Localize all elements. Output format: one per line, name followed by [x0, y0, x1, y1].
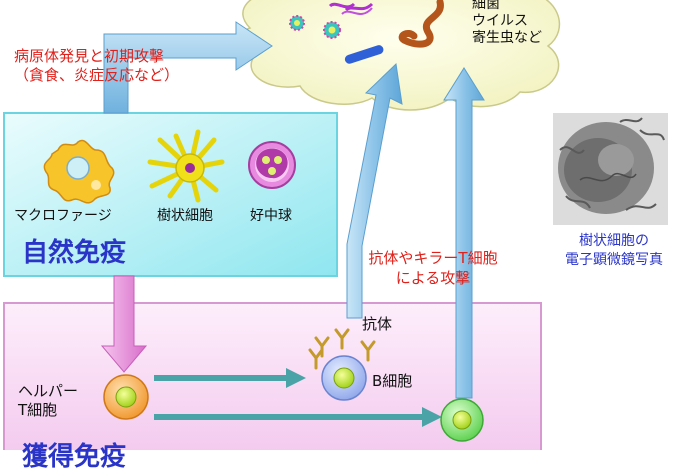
- pathogen-item: 寄生虫など: [472, 30, 542, 46]
- photo-caption: 樹状細胞の 電子顕微鏡写真: [553, 232, 675, 270]
- helper-to-killer-t-arrow: [154, 407, 442, 427]
- helper-label-line1: ヘルパー: [18, 382, 79, 400]
- innate-to-pathogen-arrow: [103, 21, 273, 114]
- electron-micrograph-image: [553, 113, 668, 225]
- macrophage-label: マクロファージ: [14, 208, 112, 224]
- killer-t-attack-arrow: [443, 67, 485, 399]
- innate-attack-label: 病原体発見と初期攻撃 （貪食、炎症反応など）: [14, 47, 179, 85]
- helper-t-cell-label: ヘルパー T細胞: [18, 382, 78, 420]
- adaptive-attack-line2: による攻撃: [395, 269, 471, 287]
- innate-to-adaptive-arrow: [100, 275, 148, 373]
- photo-caption-line1: 樹状細胞の: [579, 233, 649, 249]
- innate-attack-line2: （貪食、炎症反応など）: [14, 66, 180, 84]
- diagram-canvas: [3, 0, 668, 450]
- helper-to-b-cell-arrow: [154, 368, 306, 388]
- virus-icon: [289, 15, 305, 31]
- dendritic-cell-label: 樹状細胞: [157, 208, 213, 224]
- neutrophil-icon: [248, 141, 296, 189]
- parasite-icon: [398, 0, 444, 48]
- neutrophil-label: 好中球: [250, 208, 292, 224]
- antibody-attack-arrow: [346, 62, 403, 319]
- adaptive-immunity-title: 獲得免疫: [22, 442, 127, 472]
- innate-attack-line1: 病原体発見と初期攻撃: [14, 47, 165, 65]
- bacteria-icon: [328, 2, 374, 15]
- innate-immunity-title: 自然免疫: [22, 238, 127, 268]
- b-cell-icon: [321, 355, 367, 401]
- dendritic-cell-icon: [147, 129, 225, 203]
- photo-caption-line2: 電子顕微鏡写真: [565, 252, 663, 268]
- pathogen-item: 細菌: [472, 0, 500, 12]
- antibody-icon: [308, 328, 376, 370]
- pathogen-list: 細菌 ウイルス 寄生虫など: [472, 0, 542, 47]
- helper-t-cell-icon: [103, 374, 149, 420]
- b-cell-label: B細胞: [372, 372, 413, 390]
- killer-t-cell-icon: [440, 398, 484, 442]
- adaptive-attack-label: 抗体やキラーT細胞 による攻撃: [345, 248, 521, 288]
- macrophage-icon: [43, 139, 115, 204]
- adaptive-attack-line1: 抗体やキラーT細胞: [368, 249, 498, 267]
- antibody-label: 抗体: [362, 315, 393, 333]
- pathogen-item: ウイルス: [472, 13, 528, 29]
- bacteria-icon: [344, 45, 384, 64]
- helper-label-line2: T細胞: [18, 401, 58, 419]
- virus-icon: [323, 21, 341, 39]
